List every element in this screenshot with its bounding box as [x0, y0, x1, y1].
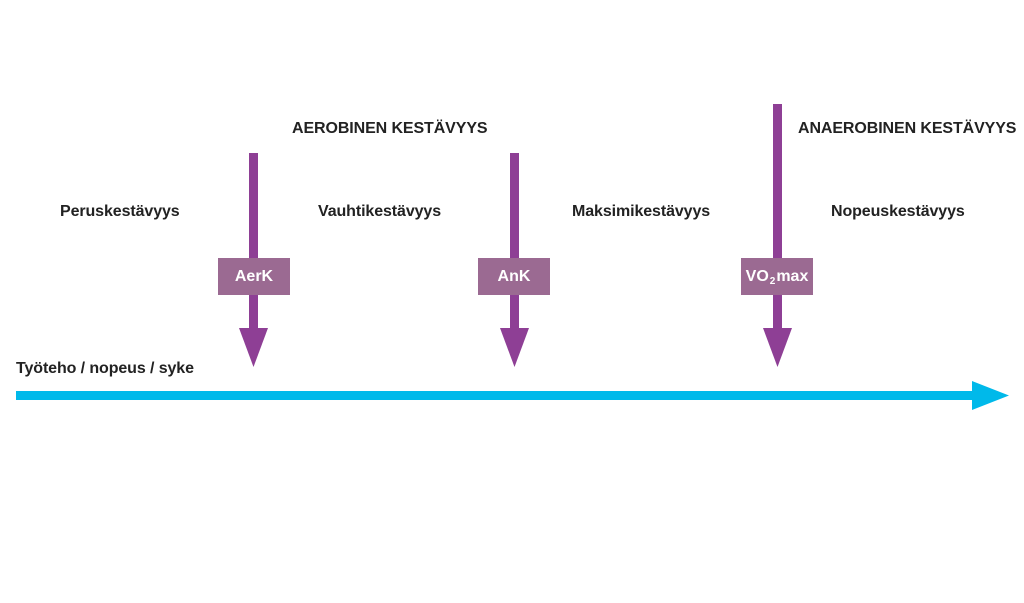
threshold-arrow-vo2max-shaft	[773, 104, 782, 331]
threshold-arrow-ank	[500, 153, 529, 367]
axis-arrow	[16, 381, 1009, 410]
threshold-arrow-aerk-shaft	[249, 153, 258, 331]
heading-anaerobic-endurance: ANAEROBINEN KESTÄVYYS	[798, 120, 1017, 137]
threshold-label-ank: AnK	[497, 267, 531, 285]
zone-label-maximal-endurance: Maksimikestävyys	[572, 203, 711, 220]
threshold-label-vo2-subscript: 2	[769, 276, 776, 287]
threshold-arrow-vo2max	[763, 104, 792, 367]
threshold-label-aerk: AerK	[234, 267, 274, 285]
heading-aerobic-endurance: AEROBINEN KESTÄVYYS	[292, 120, 488, 137]
threshold-arrow-aerk-head	[239, 328, 268, 367]
zone-label-speed-endurance: Nopeuskestävyys	[831, 203, 965, 220]
axis-arrow-shaft	[16, 391, 976, 400]
threshold-label-vo2-suffix: max	[776, 267, 809, 285]
zone-label-tempo-endurance: Vauhtikestävyys	[318, 203, 442, 220]
threshold-arrow-aerk	[239, 153, 268, 367]
axis-label: Työteho / nopeus / syke	[16, 360, 194, 377]
threshold-arrow-ank-shaft	[510, 153, 519, 331]
threshold-box-aerk: AerK	[218, 258, 290, 295]
threshold-arrow-vo2max-head	[763, 328, 792, 367]
threshold-arrow-ank-head	[500, 328, 529, 367]
threshold-label-vo2-prefix: VO	[745, 267, 769, 285]
threshold-box-ank: AnK	[478, 258, 550, 295]
zone-label-basic-endurance: Peruskestävyys	[60, 203, 180, 220]
axis-arrow-head	[972, 381, 1009, 410]
